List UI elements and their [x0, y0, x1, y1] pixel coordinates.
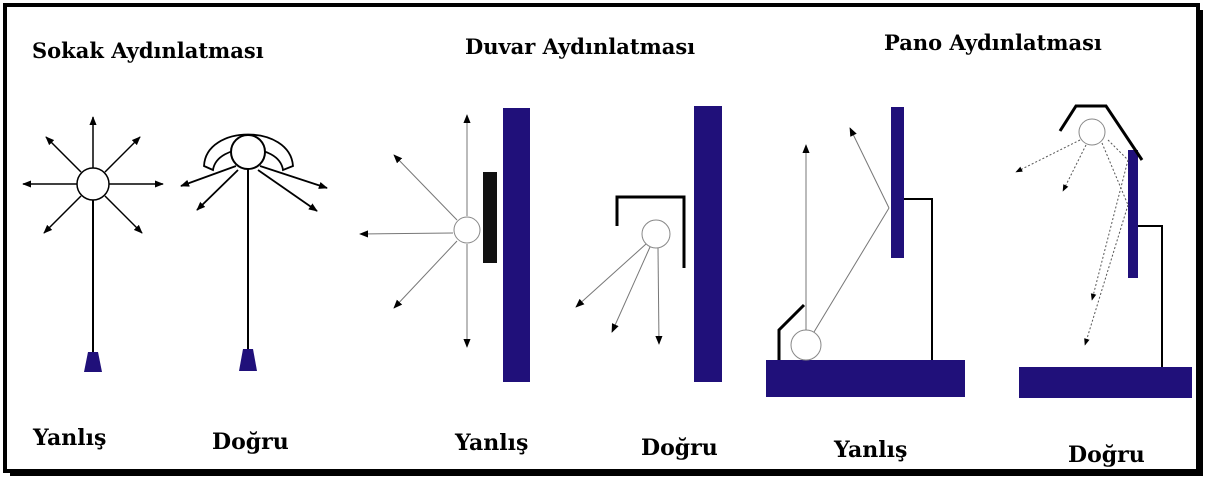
board-wrong-panel	[891, 107, 904, 258]
wall-right-bulb	[641, 219, 671, 249]
board-wrong	[766, 107, 965, 397]
wall-wrong-light-rays	[359, 114, 471, 348]
frame-border	[3, 3, 1200, 473]
street-wrong-light-rays	[22, 116, 164, 234]
board-right-bulb	[1078, 118, 1106, 146]
board-wrong-bulb	[790, 329, 822, 361]
board-wrong-label: Yanlış	[834, 437, 908, 463]
board-right	[1015, 104, 1192, 398]
wall-wrong	[359, 108, 530, 382]
board-right-label: Doğru	[1068, 442, 1145, 468]
wall-wrong-fixture-plate	[483, 172, 497, 263]
street-right-pole-base	[239, 349, 257, 371]
wall-right-wall	[694, 106, 722, 382]
street-right-label: Doğru	[212, 429, 289, 455]
street-right-lamp	[180, 133, 328, 371]
street-wrong-lamp	[22, 116, 164, 372]
board-wrong-light-rays	[802, 127, 890, 333]
street-right-light-rays	[180, 165, 328, 212]
board-right-ground	[1019, 367, 1192, 398]
board-right-panel	[1128, 150, 1138, 278]
wall-wrong-label: Yanlış	[455, 430, 529, 456]
wall-right-label: Doğru	[641, 435, 718, 461]
board-wrong-ground	[766, 360, 965, 397]
wall-lighting-title: Duvar Aydınlatması	[465, 34, 696, 59]
billboard-lighting-title: Pano Aydınlatması	[884, 30, 1102, 55]
wall-wrong-bulb	[453, 216, 481, 244]
wall-right-light-rays	[575, 243, 663, 345]
wall-right-hood	[615, 195, 686, 268]
board-right-reflector	[1058, 104, 1144, 161]
wall-right	[575, 106, 722, 382]
street-wrong-label: Yanlış	[33, 425, 107, 451]
street-wrong-bulb	[76, 167, 110, 201]
board-right-post	[1138, 225, 1163, 367]
board-wrong-reflector	[777, 303, 806, 360]
board-right-light-rays	[1015, 139, 1129, 346]
street-wrong-pole-base	[84, 352, 102, 372]
street-right-bulb	[230, 134, 266, 170]
street-lighting-title: Sokak Aydınlatması	[32, 38, 264, 63]
wall-wrong-wall	[503, 108, 530, 382]
board-wrong-post	[904, 198, 933, 360]
